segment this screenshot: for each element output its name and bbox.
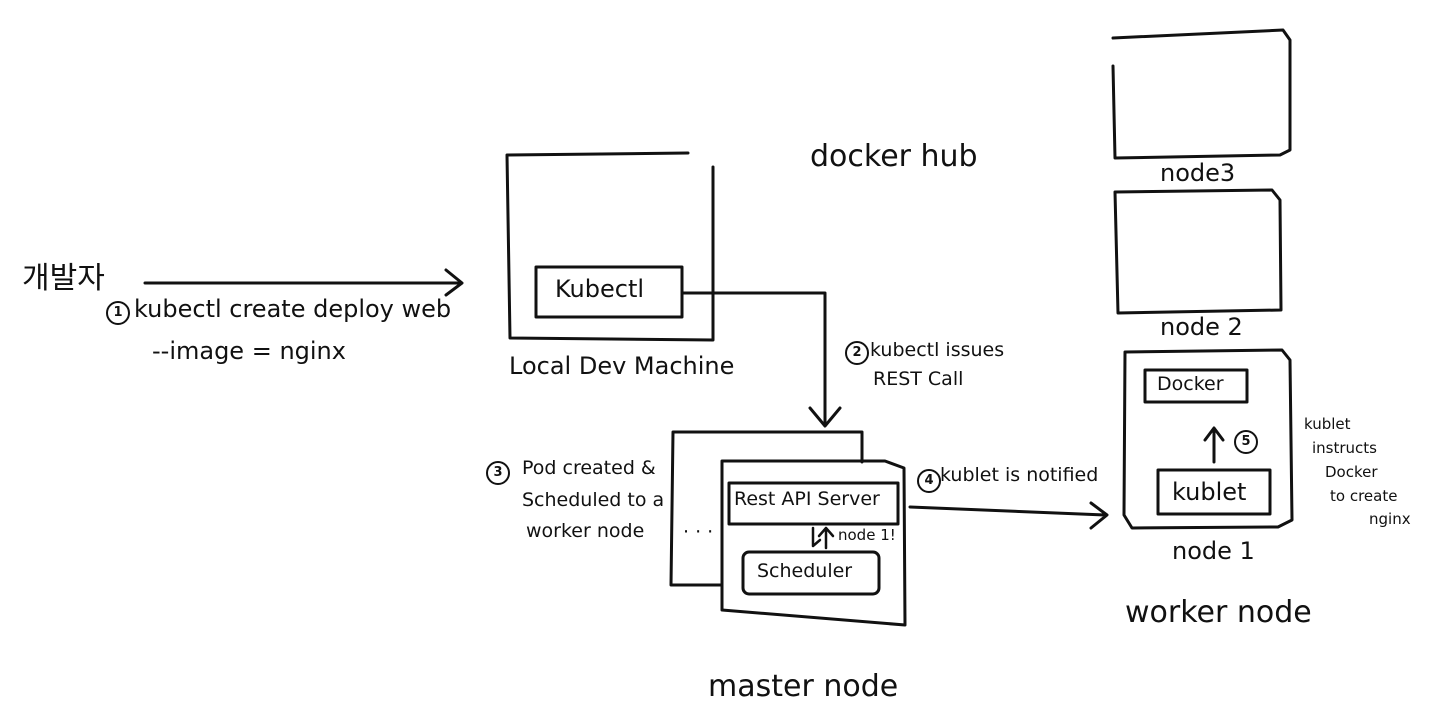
arrow-master-to-worker [908,501,1109,530]
node1-box [1122,348,1294,530]
docker-hub-label: docker hub [810,139,978,174]
step3-marker: 3 [486,461,510,485]
step1-marker: 1 [106,301,130,325]
step1-command: kubectl create deploy web [134,295,452,323]
step3-line2: Scheduled to a [522,489,665,511]
arrow-developer-to-local [143,268,464,297]
local-dev-machine-title: Local Dev Machine [509,352,735,380]
step2-marker: 2 [845,341,869,365]
rest-api-server-label: Rest API Server [734,488,880,510]
step2-line1: kubectl issues [870,339,1005,361]
step4-marker: 4 [917,469,941,493]
scheduler-box [741,550,881,596]
step5-line2: instructs [1312,439,1377,457]
kublet-box [1156,468,1272,516]
developer-label: 개발자 [22,261,105,296]
step5-line1: kublet [1304,415,1351,433]
step5-line3: Docker [1325,463,1378,481]
kubectl-label: Kubectl [555,275,645,303]
more-nodes-ellipsis: · · · [683,521,714,543]
node-annotation-label: node 1! [838,526,896,544]
node-annotation-arrows [811,526,835,550]
step5-marker: 5 [1234,430,1258,454]
node2-label: node 2 [1160,313,1243,341]
master-node-box [720,459,907,627]
step3-line1: Pod created & [522,457,656,479]
step1-image-flag: --image = nginx [152,337,346,365]
master-node-title: master node [708,669,899,704]
node3-label: node3 [1160,159,1236,187]
step4-text: kublet is notified [940,464,1099,486]
step5-line5: nginx [1369,510,1411,528]
node1-label: node 1 [1172,537,1255,565]
arrow-kublet-to-docker [1203,426,1225,464]
step5-line4: to create [1330,487,1398,505]
step2-line2: REST Call [873,368,964,390]
worker-node-title: worker node [1125,595,1312,630]
step3-line3: worker node [526,520,645,542]
arrow-kubectl-to-master [681,291,842,428]
rest-api-server-box [727,481,900,526]
local-dev-machine-box [505,151,715,342]
node2-box [1113,188,1283,315]
kublet-label: kublet [1172,478,1247,506]
docker-label: Docker [1157,373,1224,395]
docker-box [1143,368,1249,404]
master-node-back-sheet [669,430,864,587]
scheduler-label: Scheduler [757,560,853,582]
node3-box [1111,28,1292,160]
